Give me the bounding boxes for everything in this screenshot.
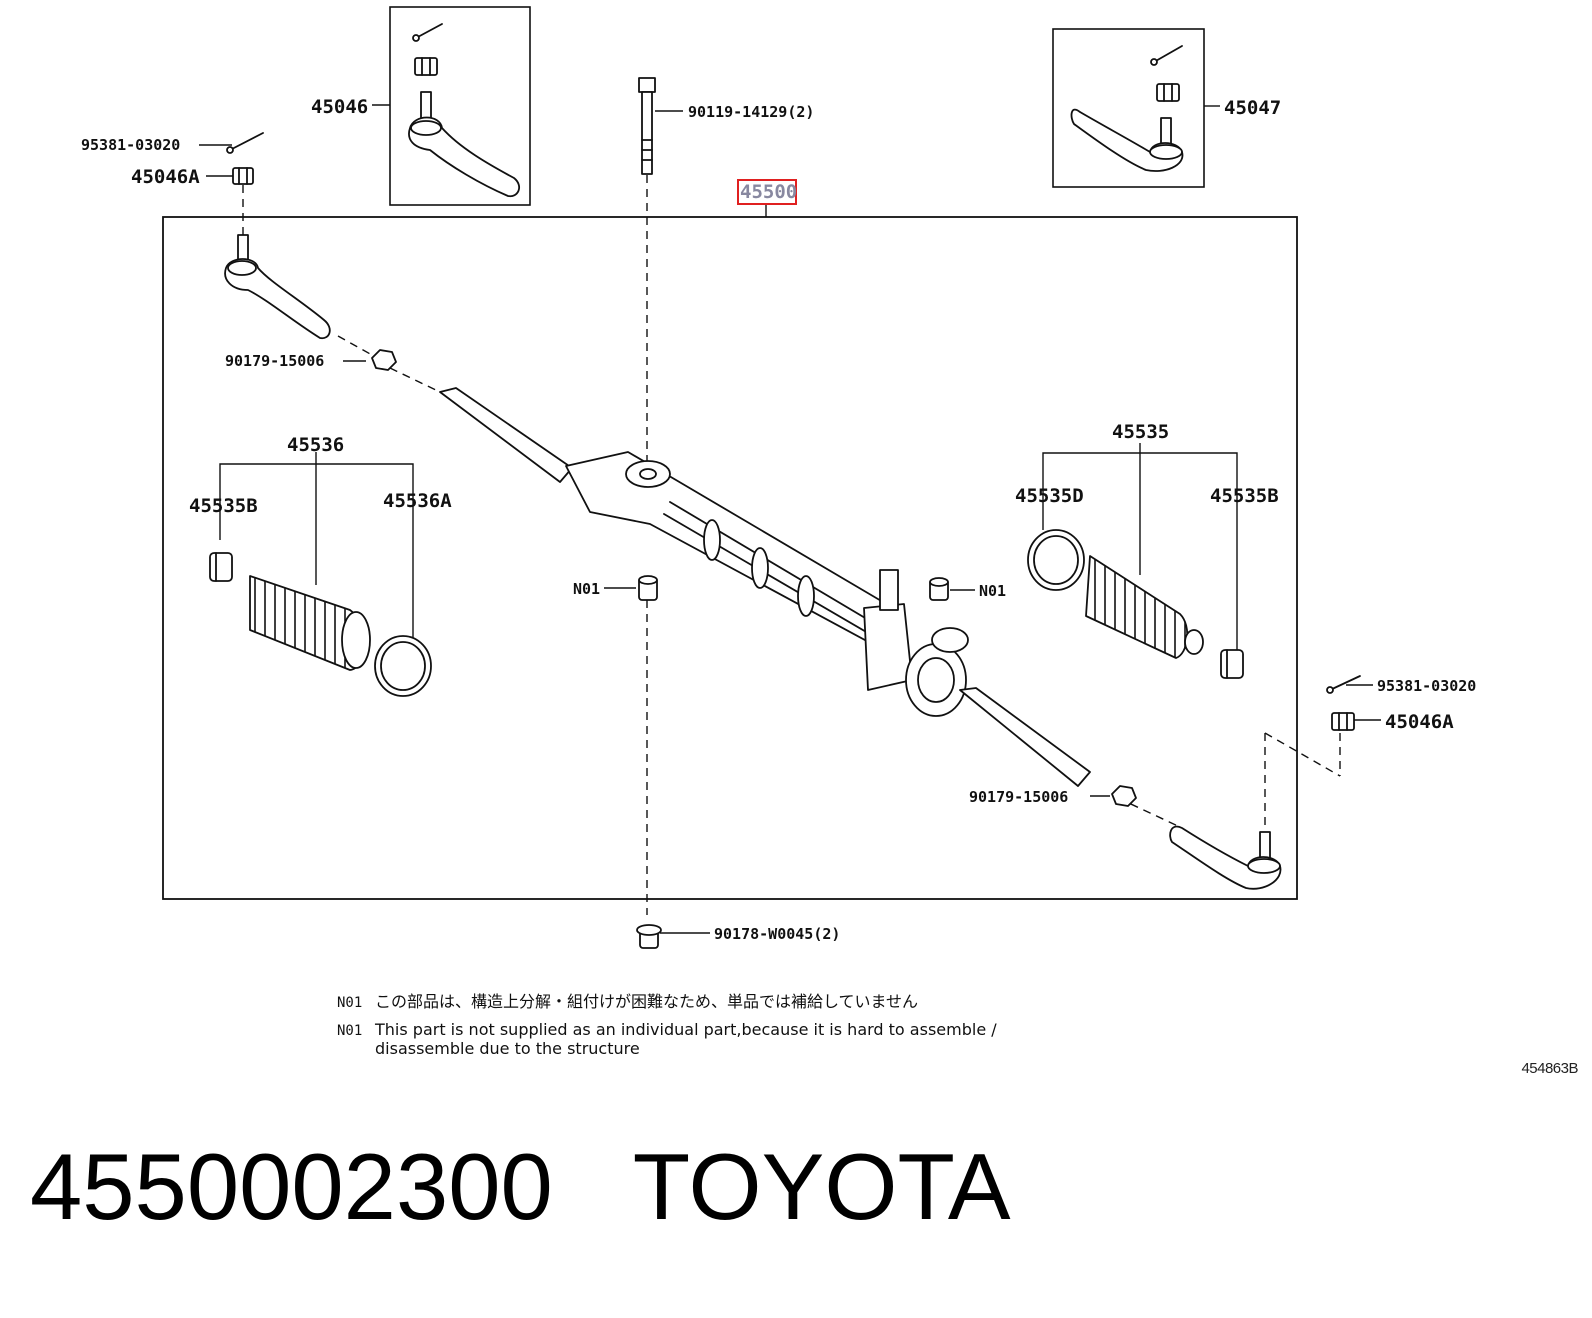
bolt-icon xyxy=(638,77,656,175)
boot-icon xyxy=(1085,555,1204,659)
callout-95381-03020-left[interactable]: 95381-03020 xyxy=(81,136,180,154)
bushing-icon xyxy=(929,577,949,601)
callout-45046[interactable]: 45046 xyxy=(311,96,368,118)
note-en: N01 This part is not supplied as an indiv… xyxy=(337,1021,997,1058)
diagram-code: 454863B xyxy=(1521,1060,1578,1077)
castle-nut-icon xyxy=(1331,712,1355,731)
callout-45535d[interactable]: 45535D xyxy=(1015,485,1084,507)
lock-nut-icon xyxy=(1111,785,1137,807)
callout-45046a-left[interactable]: 45046A xyxy=(131,166,200,188)
steering-rack-icon xyxy=(439,387,1091,787)
callout-95381-03020-right[interactable]: 95381-03020 xyxy=(1377,677,1476,695)
clip-icon xyxy=(209,552,233,582)
clamp-icon xyxy=(374,635,432,697)
tie-rod-end-icon xyxy=(408,91,521,198)
callout-n01-left[interactable]: N01 xyxy=(573,580,600,598)
inset-box-45046 xyxy=(389,6,531,206)
callout-45047[interactable]: 45047 xyxy=(1224,97,1281,119)
callout-90178-w0045[interactable]: 90178-W0045(2) xyxy=(714,925,840,943)
callout-45535[interactable]: 45535 xyxy=(1112,421,1169,443)
castle-nut-icon xyxy=(1156,83,1180,102)
inset-box-45047 xyxy=(1052,28,1205,188)
callout-45535b-right[interactable]: 45535B xyxy=(1210,485,1279,507)
note-jp: N01 この部品は、構造上分解・組付けが困難なため、単品では補給していません xyxy=(337,993,918,1012)
note-text-en-line2: disassemble due to the structure xyxy=(375,1039,640,1058)
tie-rod-end-icon xyxy=(1070,108,1184,172)
note-tag: N01 xyxy=(337,1023,363,1039)
assembly-highlight-box xyxy=(737,179,797,205)
cotter-pin-icon xyxy=(1326,675,1361,694)
callout-45535b-left[interactable]: 45535B xyxy=(189,495,258,517)
part-number: 4550002300 xyxy=(30,1134,553,1239)
tie-rod-end-icon xyxy=(224,234,331,340)
boot-icon xyxy=(249,575,371,671)
castle-nut-icon xyxy=(414,57,438,76)
cotter-pin-icon xyxy=(412,23,443,42)
brand-name: TOYOTA xyxy=(632,1134,1011,1239)
callout-n01-right[interactable]: N01 xyxy=(979,582,1006,600)
castle-nut-icon xyxy=(232,167,254,185)
note-text-jp: この部品は、構造上分解・組付けが困難なため、単品では補給していません xyxy=(375,992,919,1011)
cotter-pin-icon xyxy=(226,132,264,154)
cotter-pin-icon xyxy=(1150,45,1183,66)
bushing-icon xyxy=(636,924,662,949)
lock-nut-icon xyxy=(371,349,397,371)
note-text-en-line1: This part is not supplied as an individu… xyxy=(375,1020,997,1039)
bushing-icon xyxy=(638,575,658,601)
clamp-icon xyxy=(1027,529,1085,591)
assembly-frame xyxy=(162,216,1298,900)
callout-90179-15006-right[interactable]: 90179-15006 xyxy=(969,788,1068,806)
callout-45500[interactable]: 45500 xyxy=(740,181,797,203)
callout-45046a-right[interactable]: 45046A xyxy=(1385,711,1454,733)
tie-rod-end-icon xyxy=(1169,825,1282,890)
callout-45536[interactable]: 45536 xyxy=(287,434,344,456)
note-tag: N01 xyxy=(337,995,363,1011)
callout-90179-15006-left[interactable]: 90179-15006 xyxy=(225,352,324,370)
callout-90119-14129[interactable]: 90119-14129(2) xyxy=(688,103,814,121)
clip-icon xyxy=(1220,649,1244,679)
callout-45536a[interactable]: 45536A xyxy=(383,490,452,512)
